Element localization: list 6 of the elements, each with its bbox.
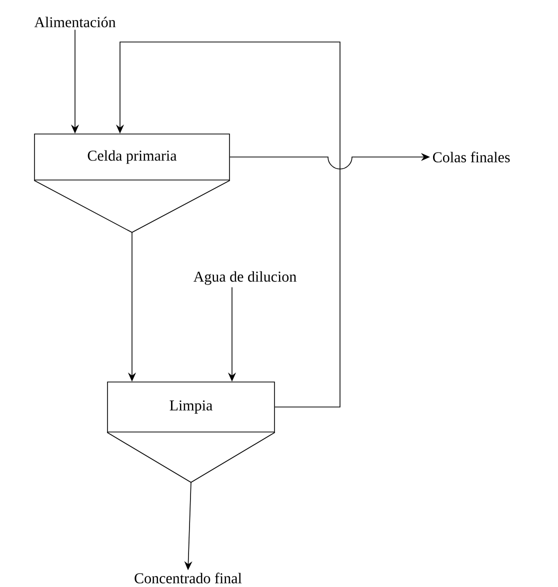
flotation-cell: Celda primaria <box>34 134 230 233</box>
stream-label: Colas finales <box>433 152 510 162</box>
stream-label: Concentrado final <box>134 572 242 584</box>
stream-label: Agua de dilucion <box>194 271 296 285</box>
flotation-cell: Limpia <box>106 382 276 483</box>
stream-label: Alimentación <box>34 16 116 28</box>
